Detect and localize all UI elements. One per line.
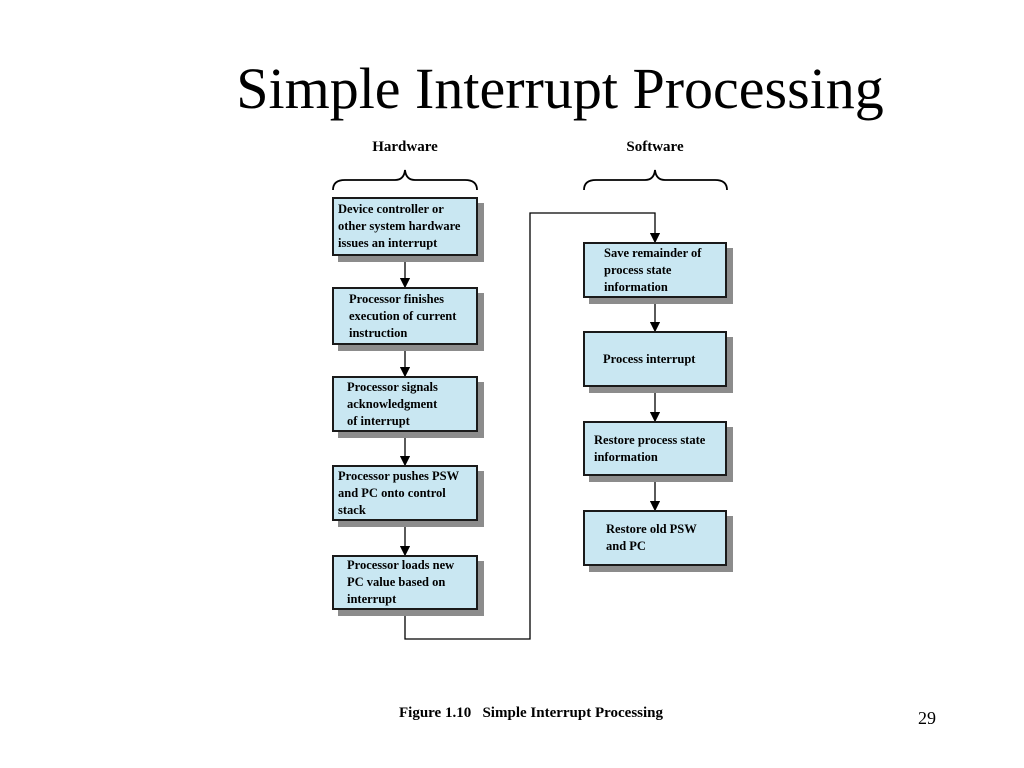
- sw-step-restore-psw-pc: Restore old PSW and PC: [583, 510, 727, 566]
- hw-step-load-new-pc: Processor loads new PC value based on in…: [332, 555, 478, 610]
- page-number: 29: [918, 708, 936, 728]
- hardware-brace: [332, 169, 478, 191]
- hardware-lane-label: Hardware: [372, 139, 438, 155]
- arrow-hw-to-sw: [404, 212, 661, 640]
- hw-step-signal-ack: Processor signals acknowledgment of inte…: [332, 376, 478, 432]
- hw-step-finish-instruction: Processor finishes execution of current …: [332, 287, 478, 345]
- hw-step-issue-interrupt: Device controller or other system hardwa…: [332, 197, 478, 256]
- sw-step-restore-state: Restore process state information: [583, 421, 727, 476]
- software-lane-label: Software: [626, 139, 684, 155]
- figure-caption: Figure 1.10 Simple Interrupt Processing: [399, 705, 664, 721]
- slide-title: Simple Interrupt Processing: [236, 56, 884, 121]
- sw-step-process-interrupt: Process interrupt: [583, 331, 727, 387]
- hw-step-push-psw-pc: Processor pushes PSW and PC onto control…: [332, 465, 478, 521]
- sw-step-save-state: Save remainder of process state informat…: [583, 242, 727, 298]
- software-brace: [583, 169, 728, 191]
